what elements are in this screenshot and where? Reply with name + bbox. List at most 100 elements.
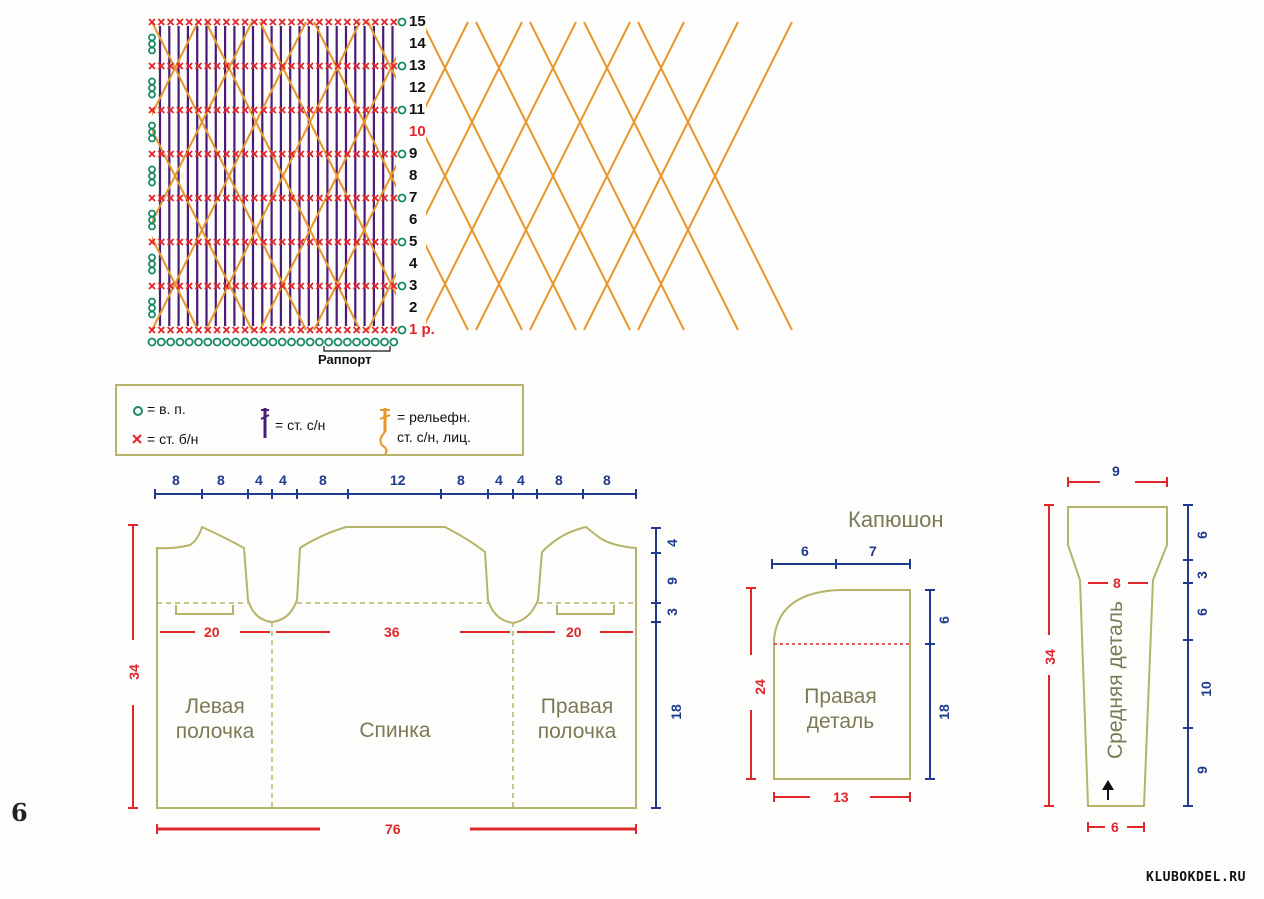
sc-stitch — [185, 106, 193, 114]
foundation-chain — [296, 337, 306, 347]
right-front-label: Правая полочка — [518, 694, 636, 744]
back-label: Спинка — [359, 719, 431, 742]
middle-piece-label: Средняя деталь — [1104, 601, 1127, 759]
sc-stitch — [232, 326, 240, 334]
sc-stitch — [371, 106, 379, 114]
sc-stitch — [166, 150, 175, 158]
left-height-value: 34 — [125, 664, 142, 680]
sc-stitch — [380, 282, 389, 290]
sc-stitch — [352, 106, 361, 114]
sc-stitch — [371, 18, 379, 26]
turning-chain — [148, 310, 156, 319]
sc-stitch — [259, 106, 268, 114]
sc-stitch — [362, 106, 370, 114]
sc-stitch — [380, 106, 389, 114]
foundation-chain — [268, 337, 278, 347]
sc-stitch — [148, 150, 156, 158]
sc-stitch — [334, 18, 342, 26]
sc-stitch — [259, 238, 268, 246]
row-number: 7 — [409, 189, 418, 206]
sc-stitch — [250, 18, 258, 26]
sc-stitch — [204, 18, 212, 26]
sc-stitch — [362, 62, 370, 70]
sc-stitch — [148, 326, 156, 334]
row-number: 4 — [409, 255, 418, 272]
relief-diagonal — [421, 21, 577, 331]
relief-diagonal — [367, 21, 523, 331]
row-number: 11 — [409, 101, 425, 118]
sc-stitch — [362, 150, 370, 158]
sc-stitch — [352, 62, 361, 70]
relief-diagonal — [151, 21, 307, 331]
sc-stitch — [269, 238, 277, 246]
sc-stitch — [380, 150, 389, 158]
legend-dc-text: = ст. с/н — [275, 417, 326, 433]
row-number: 3 — [409, 277, 418, 294]
sc-stitch — [352, 150, 361, 158]
sc-stitch — [185, 18, 193, 26]
row-number: 9 — [409, 145, 418, 162]
sc-stitch — [213, 238, 221, 246]
sc-stitch — [213, 62, 221, 70]
sc-stitch — [362, 238, 370, 246]
left-front-label: Левая полочка — [160, 694, 270, 744]
sc-stitch — [232, 62, 240, 70]
sc-stitch — [222, 150, 231, 158]
symbol-legend: = в. п. = ст. б/н = ст. с/н = рельефн. с… — [115, 384, 524, 456]
sc-stitch — [362, 326, 370, 334]
sc-stitch — [241, 282, 249, 290]
sc-stitch — [176, 282, 184, 290]
sc-stitch — [315, 62, 324, 70]
top-dim-value: 4 — [517, 472, 525, 488]
sc-stitch — [315, 150, 324, 158]
sc-stitch — [259, 282, 268, 290]
legend-symbols — [132, 406, 391, 454]
sc-stitch — [334, 238, 342, 246]
sc-stitch — [278, 194, 286, 202]
sc-stitch — [269, 62, 277, 70]
turning-chain — [397, 325, 407, 335]
sc-stitch — [343, 18, 351, 26]
sc-stitch — [250, 326, 258, 334]
sc-stitch — [166, 106, 175, 114]
sc-stitch — [325, 106, 333, 114]
rapport-bracket — [323, 346, 391, 352]
middle-bottom-width-value: 6 — [1111, 819, 1119, 835]
top-dim-value: 8 — [172, 472, 180, 488]
sc-stitch — [269, 282, 277, 290]
turning-chain — [397, 149, 407, 159]
middle-right-dim-value: 6 — [1193, 531, 1210, 539]
sc-stitch — [185, 282, 193, 290]
sc-stitch — [232, 18, 240, 26]
body-outline — [156, 525, 637, 809]
hood-top-dim-value: 7 — [869, 543, 877, 559]
bottom-width-value: 76 — [385, 821, 401, 837]
middle-top-width-value: 9 — [1112, 463, 1120, 479]
sc-stitch — [297, 326, 305, 334]
sc-stitch — [185, 326, 193, 334]
sc-stitch — [269, 150, 277, 158]
pocket-outline — [556, 605, 615, 615]
sc-stitch — [213, 18, 221, 26]
relief-diagonal — [205, 21, 361, 331]
sc-stitch — [166, 194, 175, 202]
sc-stitch — [278, 150, 286, 158]
sc-stitch — [176, 194, 184, 202]
sc-stitch — [232, 106, 240, 114]
foundation-chain — [240, 337, 250, 347]
sc-stitch — [278, 106, 286, 114]
sc-stitch — [166, 62, 175, 70]
foundation-chain — [380, 337, 389, 347]
sc-stitch — [241, 18, 249, 26]
sc-stitch — [194, 326, 203, 334]
sc-stitch — [185, 238, 193, 246]
sc-stitch — [194, 282, 203, 290]
foundation-chain — [324, 337, 334, 347]
sc-stitch — [287, 150, 296, 158]
hood-label-line1: Правая — [804, 685, 877, 708]
sc-stitch — [269, 194, 277, 202]
sc-stitch — [343, 282, 351, 290]
sc-stitch — [222, 194, 231, 202]
turning-chain — [397, 61, 407, 71]
sc-stitch — [278, 238, 286, 246]
